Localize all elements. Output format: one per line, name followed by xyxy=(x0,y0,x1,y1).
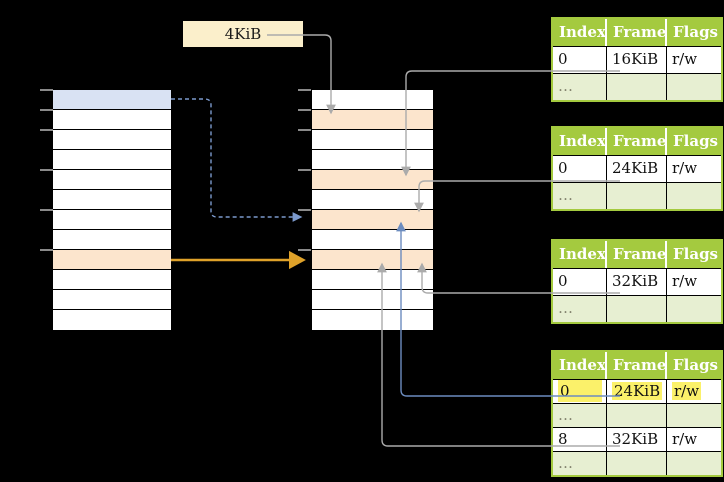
highlighted-value: r/w xyxy=(672,382,702,400)
table-cell: 16KiB xyxy=(607,46,667,73)
left-memory-column xyxy=(52,89,172,331)
table-cell: 24KiB xyxy=(607,155,667,182)
memory-row xyxy=(312,310,433,330)
table-cell xyxy=(667,451,721,475)
header-cell: Index xyxy=(553,352,607,379)
page-table-4: Index Frame Flags 0 24KiB r/w … 8 32KiB … xyxy=(551,350,723,477)
table-cell: 8 xyxy=(553,427,607,451)
memory-row xyxy=(312,290,433,310)
table-cell: r/w xyxy=(667,155,721,182)
memory-row xyxy=(312,130,433,150)
header-cell: Flags xyxy=(667,241,721,268)
memory-row xyxy=(53,150,171,170)
middle-memory-column xyxy=(311,89,434,331)
header-cell: Index xyxy=(553,128,607,155)
tick-mark xyxy=(298,169,311,171)
tick-mark xyxy=(40,89,53,91)
memory-row xyxy=(53,310,171,330)
memory-row xyxy=(53,270,171,290)
highlighted-value: 24KiB xyxy=(612,382,663,400)
highlighted-value: 0 xyxy=(558,380,602,402)
header-cell: Frame xyxy=(607,352,667,379)
page-table-3: Index Frame Flags 0 32KiB r/w … xyxy=(551,239,723,324)
header-cell: Flags xyxy=(667,128,721,155)
table-cell: 0 xyxy=(553,46,607,73)
tick-mark xyxy=(298,89,311,91)
tick-mark xyxy=(298,209,311,211)
table-cell: 0 xyxy=(553,379,607,403)
table-cell: 0 xyxy=(553,268,607,295)
header-cell: Frame xyxy=(607,128,667,155)
header-cell: Flags xyxy=(667,352,721,379)
table-cell xyxy=(607,403,667,427)
tick-mark xyxy=(40,249,53,251)
arrow-virtual-page-to-physical-dashed xyxy=(171,98,303,222)
tick-mark xyxy=(40,109,53,111)
tick-mark xyxy=(298,249,311,251)
header-cell: Flags xyxy=(667,19,721,46)
memory-row xyxy=(312,150,433,170)
memory-row xyxy=(53,110,171,130)
page-size-label: 4KiB xyxy=(183,21,303,47)
memory-row xyxy=(312,90,433,110)
header-cell: Index xyxy=(553,241,607,268)
memory-row xyxy=(312,110,433,130)
table-cell: … xyxy=(553,451,607,475)
header-cell: Frame xyxy=(607,241,667,268)
tick-mark xyxy=(298,129,311,131)
table-cell: 0 xyxy=(553,155,607,182)
table-cell xyxy=(607,295,667,322)
tick-mark xyxy=(298,109,311,111)
memory-row xyxy=(312,170,433,190)
table-cell: 32KiB xyxy=(607,268,667,295)
table-cell: 32KiB xyxy=(607,427,667,451)
memory-row xyxy=(312,270,433,290)
table-cell: r/w xyxy=(667,268,721,295)
memory-row xyxy=(53,90,171,110)
memory-row xyxy=(312,230,433,250)
tick-mark xyxy=(40,169,53,171)
memory-row xyxy=(53,250,171,270)
table-cell xyxy=(667,295,721,322)
table-cell xyxy=(607,451,667,475)
table-cell: r/w xyxy=(667,427,721,451)
table-cell: … xyxy=(553,403,607,427)
memory-row xyxy=(53,130,171,150)
memory-row xyxy=(53,290,171,310)
memory-row xyxy=(312,210,433,230)
table-cell: r/w xyxy=(667,379,721,403)
table-cell: 24KiB xyxy=(607,379,667,403)
table-cell: r/w xyxy=(667,46,721,73)
tick-mark xyxy=(40,209,53,211)
table-cell xyxy=(607,182,667,209)
memory-row xyxy=(53,170,171,190)
header-cell: Index xyxy=(553,19,607,46)
table-cell xyxy=(667,403,721,427)
memory-row xyxy=(53,230,171,250)
page-table-2: Index Frame Flags 0 24KiB r/w … xyxy=(551,126,723,211)
memory-row xyxy=(53,190,171,210)
memory-row xyxy=(53,210,171,230)
memory-row xyxy=(312,250,433,270)
table-cell: … xyxy=(553,182,607,209)
table-cell: … xyxy=(553,73,607,100)
header-cell: Frame xyxy=(607,19,667,46)
memory-row xyxy=(312,190,433,210)
tick-mark xyxy=(40,129,53,131)
page-table-1: Index Frame Flags 0 16KiB r/w … xyxy=(551,17,723,102)
table-cell xyxy=(667,73,721,100)
table-cell xyxy=(607,73,667,100)
table-cell xyxy=(667,182,721,209)
table-cell: … xyxy=(553,295,607,322)
